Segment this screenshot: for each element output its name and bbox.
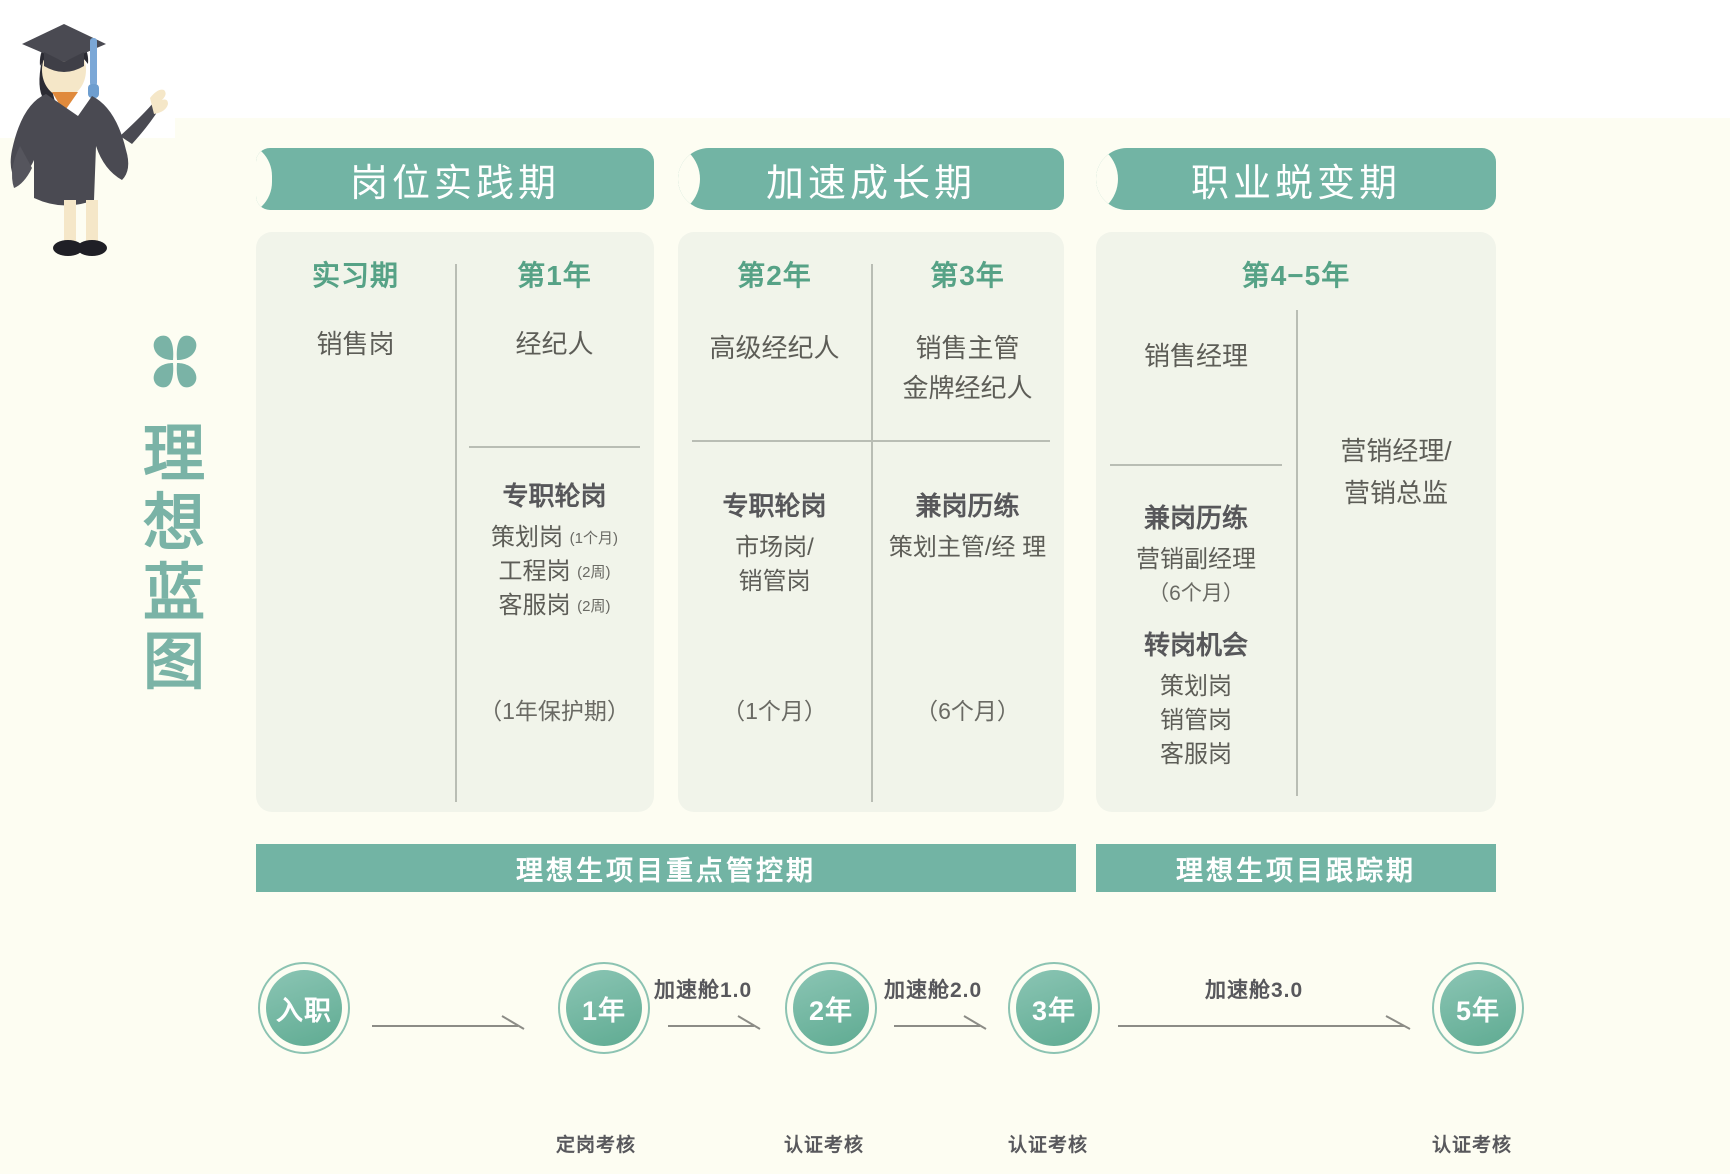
timeline-node-label: 1年	[566, 970, 642, 1046]
timeline-node-4[interactable]: 5年	[1432, 962, 1524, 1054]
timeline: 入职 1年 2年 3年 5年 加速舱1.0 加速舱2.0 加速舱3.0 定岗考核…	[0, 952, 1730, 1156]
graduate-student-illustration	[2, 8, 192, 260]
brand-char-2: 想	[142, 489, 207, 559]
timeline-node-0[interactable]: 入职	[258, 962, 350, 1054]
rotation-item: 策划主管/经 理	[888, 534, 1047, 561]
stage-role: 经纪人	[515, 329, 594, 359]
phase-groups: 岗位实践期 实习期 销售岗 第1年 经纪人 专职轮岗 策划岗	[256, 148, 1496, 818]
block-line: 策划岗	[1160, 673, 1232, 701]
accelerator-label-1: 加速舱2.0	[884, 979, 983, 1002]
rotation-block: 专职轮岗 市场岗/ 销管岗	[678, 486, 871, 599]
stage-head: 实习期	[311, 260, 399, 291]
stage-footnote: （1年保护期）	[479, 698, 630, 724]
timeline-node-label: 3年	[1016, 970, 1092, 1046]
stage-column-internship: 实习期 销售岗	[256, 254, 455, 812]
phase-card-2: 第2年 高级经纪人 专职轮岗 市场岗/ 销管岗 （1个月） 第3年 销售主管	[678, 232, 1064, 812]
footer-bar-control-period: 理想生项目重点管控期	[256, 844, 1076, 892]
stage-role: 营销经理/ 营销总监	[1306, 430, 1486, 514]
block-duration: （6个月）	[1148, 582, 1244, 606]
accelerator-label-2: 加速舱3.0	[1205, 979, 1304, 1002]
accelerator-label-0: 加速舱1.0	[654, 979, 753, 1002]
phase-banner-2: 加速成长期	[678, 148, 1064, 210]
timeline-node-1[interactable]: 1年	[558, 962, 650, 1054]
evaluation-label-2: 认证考核	[1008, 1135, 1089, 1156]
rotation-item: 策划岗 (1个月)	[490, 524, 618, 551]
stage-column-year2: 第2年 高级经纪人 专职轮岗 市场岗/ 销管岗 （1个月）	[678, 254, 871, 812]
phase-banner-3: 职业蜕变期	[1096, 148, 1496, 210]
brand-char-4: 图	[142, 628, 207, 698]
timeline-node-label: 5年	[1440, 970, 1516, 1046]
rotation-list: 策划岗 (1个月) 工程岗 (2周) 客服岗 (2周)	[455, 521, 654, 623]
rotation-item: 市场岗/	[735, 534, 814, 561]
rotation-title: 专职轮岗	[722, 491, 827, 521]
stage-column-left: 销售经理 兼岗历练 营销副经理 （6个月） 转岗机会 策划岗 销管岗 客服岗	[1096, 306, 1296, 812]
rotation-title: 专职轮岗	[502, 481, 607, 511]
footer-bar-tracking-period: 理想生项目跟踪期	[1096, 844, 1496, 892]
rotation-title: 兼岗历练	[915, 491, 1020, 521]
brand-block: 理 想 蓝 图	[110, 330, 240, 698]
rotation-list: 市场岗/ 销管岗	[678, 531, 871, 599]
brand-char-1: 理	[142, 420, 207, 489]
block-title: 转岗机会	[1143, 630, 1248, 661]
divider	[469, 446, 640, 448]
block-line: 客服岗	[1160, 741, 1232, 769]
stage-role: 销售经理	[1143, 341, 1248, 371]
timeline-arrow-1	[668, 1012, 768, 1038]
phase-group-1: 岗位实践期 实习期 销售岗 第1年 经纪人 专职轮岗 策划岗	[256, 148, 654, 812]
role-line: 销售主管	[915, 333, 1020, 363]
timeline-arrow-0	[372, 1012, 532, 1038]
rotation-item: 客服岗 (2周)	[498, 592, 611, 620]
divider	[1110, 464, 1282, 466]
stage-head: 第1年	[517, 260, 592, 291]
brand-title: 理 想 蓝 图	[110, 420, 240, 698]
evaluation-label-1: 认证考核	[784, 1135, 865, 1156]
block-title: 兼岗历练	[1143, 503, 1248, 533]
timeline-node-3[interactable]: 3年	[1008, 962, 1100, 1054]
stage-role: 高级经纪人	[709, 333, 840, 363]
evaluation-label-3: 认证考核	[1432, 1135, 1513, 1156]
role-line: 金牌经纪人	[902, 373, 1033, 404]
timeline-arrow-3	[1118, 1012, 1418, 1038]
phase-group-2: 加速成长期 第2年 高级经纪人 专职轮岗 市场岗/ 销管岗 （1个月）	[678, 148, 1064, 812]
role-line: 营销总监	[1343, 478, 1448, 509]
block-line: 销管岗	[1160, 707, 1232, 735]
stage-column-year3: 第3年 销售主管 金牌经纪人 兼岗历练 策划主管/经 理 （6个月）	[871, 254, 1064, 812]
top-white-band	[0, 0, 1730, 118]
stage-head: 第4−5年	[1241, 260, 1351, 291]
development-blocks: 兼岗历练 营销副经理 （6个月） 转岗机会 策划岗 销管岗 客服岗	[1096, 498, 1296, 772]
phase-card-1: 实习期 销售岗 第1年 经纪人 专职轮岗 策划岗 (1个月)	[256, 232, 654, 812]
timeline-node-label: 2年	[793, 970, 869, 1046]
rotation-item: 销管岗	[738, 568, 811, 596]
phase-card-3: 第4−5年 销售经理 兼岗历练 营销副经理 （6个月） 转岗机会 策划岗 销管岗…	[1096, 232, 1496, 812]
rotation-block: 专职轮岗 策划岗 (1个月) 工程岗 (2周) 客服岗	[455, 476, 654, 623]
role-line: 营销经理/	[1340, 436, 1452, 466]
stage-column-year1: 第1年 经纪人 专职轮岗 策划岗 (1个月) 工程岗 (2周)	[455, 254, 654, 812]
phase-banner-1: 岗位实践期	[256, 148, 654, 210]
stage-footnote: （6个月）	[915, 698, 1020, 724]
evaluation-label-0: 定岗考核	[556, 1135, 637, 1156]
clover-flower-icon	[153, 335, 197, 388]
timeline-node-label: 入职	[266, 970, 342, 1046]
rotation-block: 兼岗历练 策划主管/经 理	[871, 486, 1064, 565]
timeline-arrow-2	[894, 1012, 994, 1038]
stage-head: 第3年	[930, 260, 1005, 291]
stage-role: 销售岗	[316, 329, 395, 359]
rotation-item: 工程岗 (2周)	[498, 558, 611, 586]
timeline-node-2[interactable]: 2年	[785, 962, 877, 1054]
stage-footnote: （1个月）	[722, 698, 827, 724]
rotation-list: 策划主管/经 理	[871, 531, 1064, 565]
stage-role: 销售主管 金牌经纪人	[881, 328, 1054, 409]
stage-column-right: 营销经理/ 营销总监	[1296, 306, 1496, 812]
block-line: 营销副经理	[1136, 546, 1256, 573]
phase-group-3: 职业蜕变期 第4−5年 销售经理 兼岗历练 营销副经理 （6个月） 转岗机会 策…	[1096, 148, 1496, 812]
stage-head: 第2年	[737, 260, 812, 291]
brand-char-3: 蓝	[142, 558, 207, 628]
